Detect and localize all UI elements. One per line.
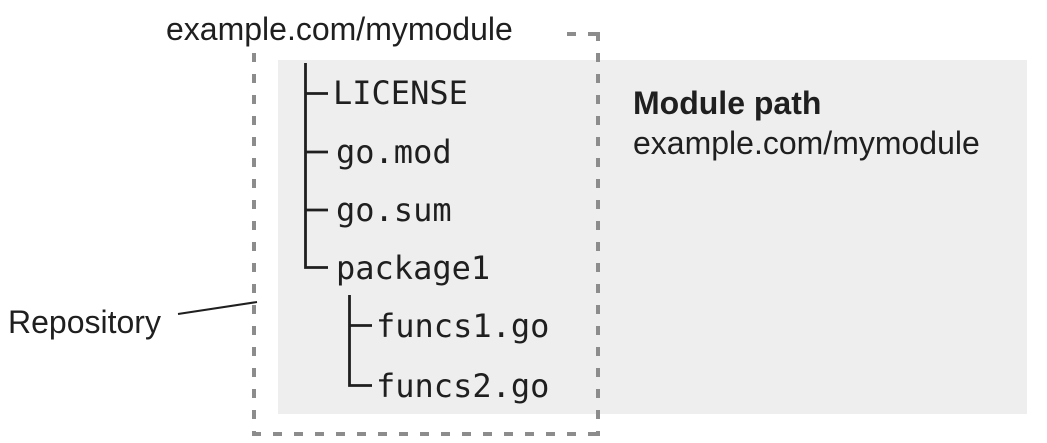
repository-border-right xyxy=(596,32,600,436)
tree-item-go-mod: go.mod xyxy=(336,133,452,171)
tree-item-funcs2-go: funcs2.go xyxy=(376,367,550,405)
module-path-value: example.com/mymodule xyxy=(633,125,980,161)
repository-title: example.com/mymodule xyxy=(160,6,558,52)
tree-item-license: LICENSE xyxy=(333,74,468,112)
repository-label: Repository xyxy=(8,304,161,340)
repository-border-bottom xyxy=(252,432,600,436)
module-panel xyxy=(278,60,1027,414)
module-path-annotation: Module path example.com/mymodule xyxy=(633,83,980,163)
tree-item-package1: package1 xyxy=(336,249,491,287)
module-path-heading: Module path xyxy=(633,85,822,121)
repository-callout-line xyxy=(177,301,258,315)
tree-item-funcs1-go: funcs1.go xyxy=(376,307,550,345)
tree-item-go-sum: go.sum xyxy=(336,191,452,229)
repository-border-left xyxy=(252,32,256,436)
